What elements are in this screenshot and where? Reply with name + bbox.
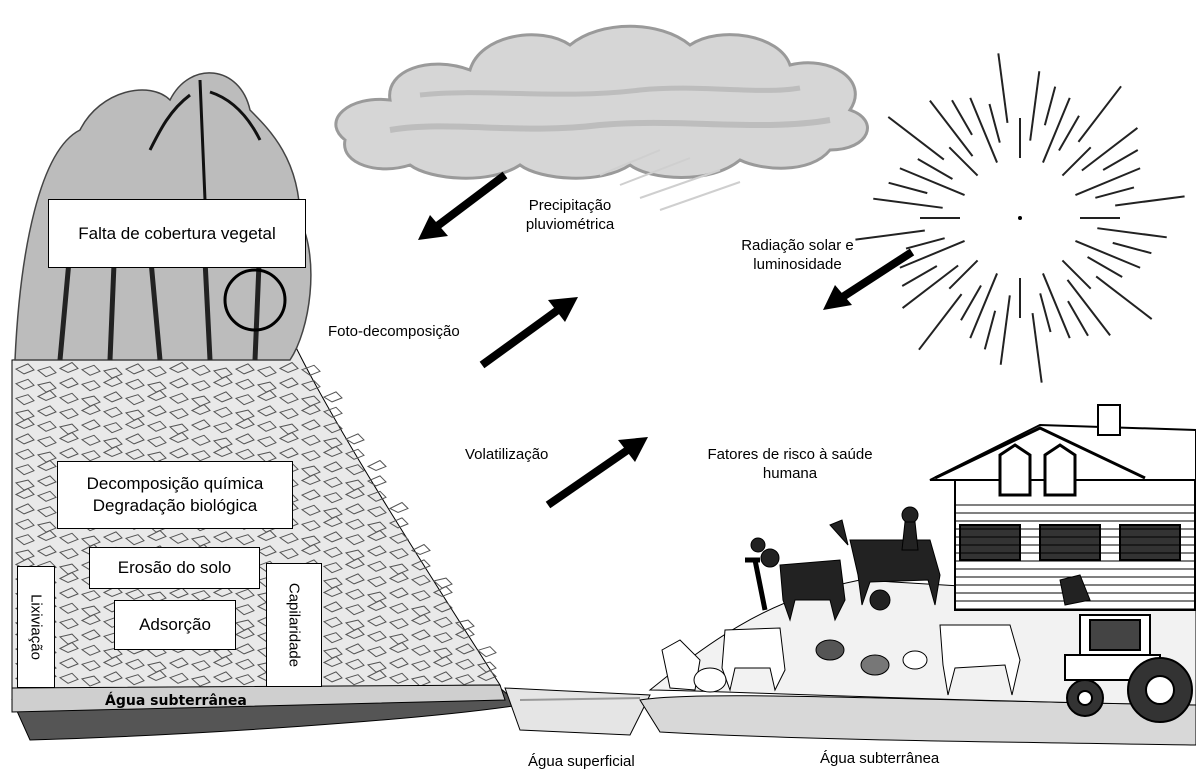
biological-label: Degradação biológica (92, 496, 258, 515)
adsorption-box: Adsorção (114, 600, 236, 650)
arrow-photodecomposition (479, 297, 578, 369)
rain-streaks (599, 149, 741, 211)
arrow-solar (823, 248, 915, 310)
groundwater-strip-label: Água subterrânea (105, 693, 247, 709)
chemical-label: Decomposição química (86, 474, 264, 493)
erosion-box: Erosão do solo (89, 547, 260, 589)
arrow-volatilization (545, 437, 648, 509)
degradation-box: Decomposição química Degradação biológic… (57, 461, 293, 529)
capillarity-box: Capilaridade (266, 563, 322, 687)
vegetation-label: Falta de cobertura vegetal (78, 223, 276, 243)
sun-icon (855, 53, 1185, 383)
cloud-icon (334, 24, 869, 180)
leaching-box: Lixiviação (17, 566, 55, 688)
solar-label: Radiação solar e luminosidade (741, 237, 854, 273)
groundwater-bottom-label: Água subterrânea (820, 750, 940, 767)
arrow-precipitation (418, 171, 508, 240)
vegetation-box: Falta de cobertura vegetal (48, 199, 306, 268)
livestock-icon (661, 506, 1091, 696)
groundwater-strip (11, 684, 522, 741)
volatilization-label: Volatilização (465, 446, 549, 463)
risk-factors-label: Fatores de risco à saúde humana (707, 446, 873, 482)
house-icon (929, 404, 1196, 611)
pond-icon (504, 687, 651, 736)
photodecomposition-label: Foto-decomposição (328, 323, 460, 340)
surface-water-label: Água superficial (528, 753, 635, 770)
tractor-icon (1064, 614, 1193, 723)
precipitation-label: Precipitação pluviométrica (525, 197, 615, 233)
